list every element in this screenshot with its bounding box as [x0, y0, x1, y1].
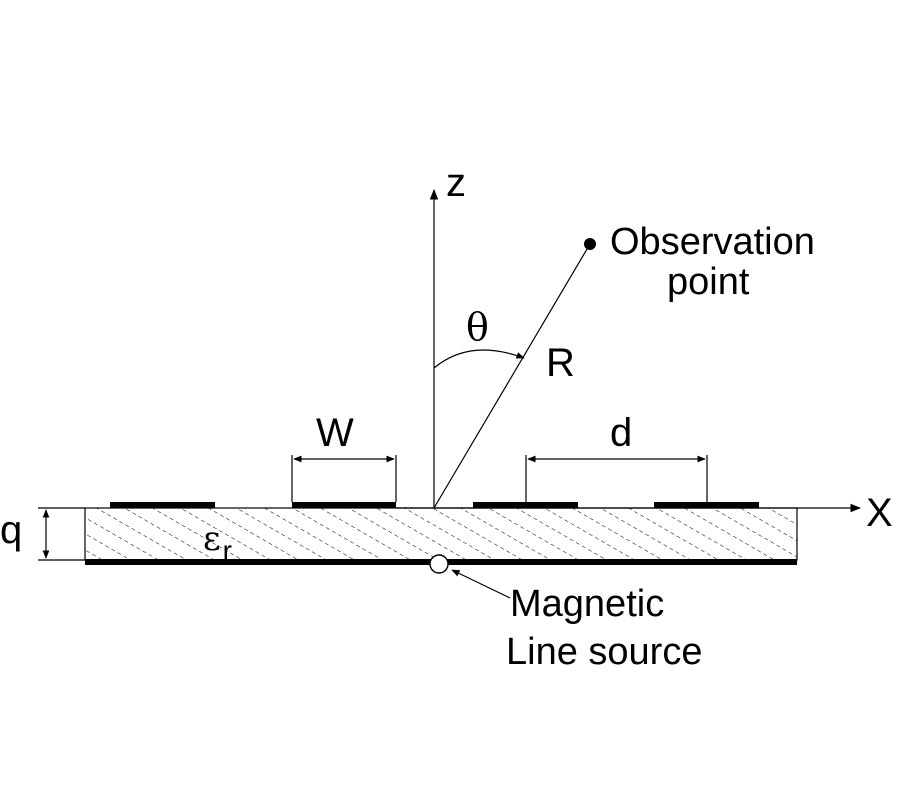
line-source-pointer — [451, 569, 511, 599]
strip-3 — [473, 502, 578, 508]
strip-4 — [654, 502, 759, 508]
strip-1 — [110, 502, 215, 508]
r-line — [433, 243, 591, 509]
q-label: q — [0, 508, 22, 552]
line-source-circle — [429, 554, 449, 574]
source-label-line2: Line source — [506, 631, 702, 673]
source-label-line1: Magnetic — [510, 583, 664, 625]
observation-point-dot — [584, 238, 596, 250]
theta-label: θ — [466, 305, 489, 349]
observation-label-line2: point — [667, 261, 750, 303]
w-label: W — [316, 411, 354, 455]
permittivity-label: εr — [203, 519, 232, 566]
x-axis-label: X — [866, 491, 893, 535]
theta-arc — [433, 349, 525, 369]
d-label: d — [610, 411, 632, 455]
observation-label-line1: Observation — [610, 221, 815, 263]
z-axis-label: z — [446, 161, 466, 205]
permittivity-symbol: ε — [203, 519, 221, 559]
strip-2 — [292, 502, 396, 508]
permittivity-subscript: r — [223, 535, 232, 566]
dielectric-substrate — [84, 507, 798, 561]
r-label: R — [546, 341, 575, 385]
